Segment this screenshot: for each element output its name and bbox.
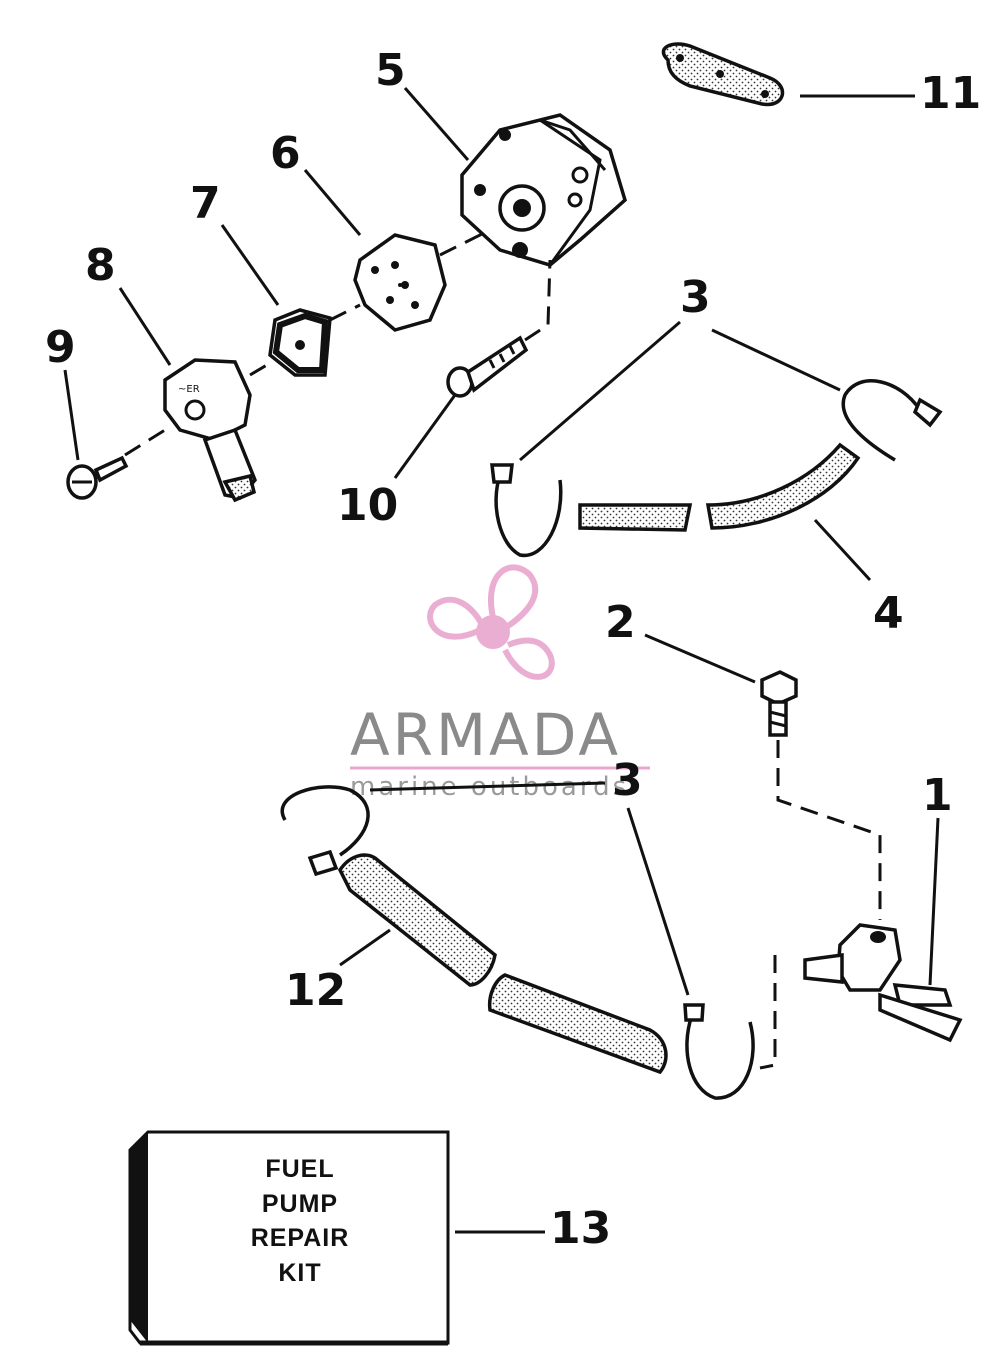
callout-3-lower: 3	[612, 755, 643, 806]
part-3-clamp-lower-left	[280, 785, 370, 877]
watermark-propeller-logo	[427, 564, 555, 680]
svg-text:~ER: ~ER	[178, 384, 200, 395]
callout-2: 2	[605, 597, 636, 648]
callout-6: 6	[270, 128, 301, 179]
part-8-pump-cover: ~ER	[163, 358, 258, 503]
callout-5: 5	[375, 45, 406, 96]
callout-1: 1	[922, 770, 953, 821]
part-3-clamp-upper-right	[841, 379, 943, 462]
part-5-pump-body	[460, 113, 627, 267]
callout-4: 4	[873, 588, 904, 639]
part-12-hose	[337, 853, 668, 1075]
part-11-gasket	[661, 42, 785, 107]
part-3-clamp-lower-right	[683, 1003, 755, 1100]
part-3-clamp-upper-left	[490, 463, 563, 558]
callout-10: 10	[337, 480, 398, 531]
callout-11: 11	[920, 68, 981, 119]
part-7-gasket	[268, 308, 332, 377]
part-9-screw	[66, 455, 129, 500]
callout-3-upper: 3	[680, 272, 711, 323]
callout-9: 9	[45, 322, 76, 373]
kit-label-line-3: REPAIR	[251, 1224, 350, 1252]
part-2-bolt	[760, 670, 798, 737]
callout-12: 12	[285, 965, 346, 1016]
kit-label-line-2: PUMP	[262, 1190, 338, 1218]
part-4-hose	[578, 442, 861, 532]
watermark-brand: ARMADA	[350, 701, 621, 769]
part-6-diaphragm	[353, 233, 447, 332]
kit-label-line-1: FUEL	[265, 1155, 334, 1183]
callout-8: 8	[85, 240, 116, 291]
part-10-screw	[446, 335, 529, 398]
part-1-fuel-connector	[803, 923, 963, 1043]
part-13-repair-kit-box	[128, 1130, 450, 1346]
callout-13: 13	[550, 1203, 611, 1254]
callout-7: 7	[190, 178, 221, 229]
kit-label-line-4: KIT	[278, 1259, 321, 1287]
